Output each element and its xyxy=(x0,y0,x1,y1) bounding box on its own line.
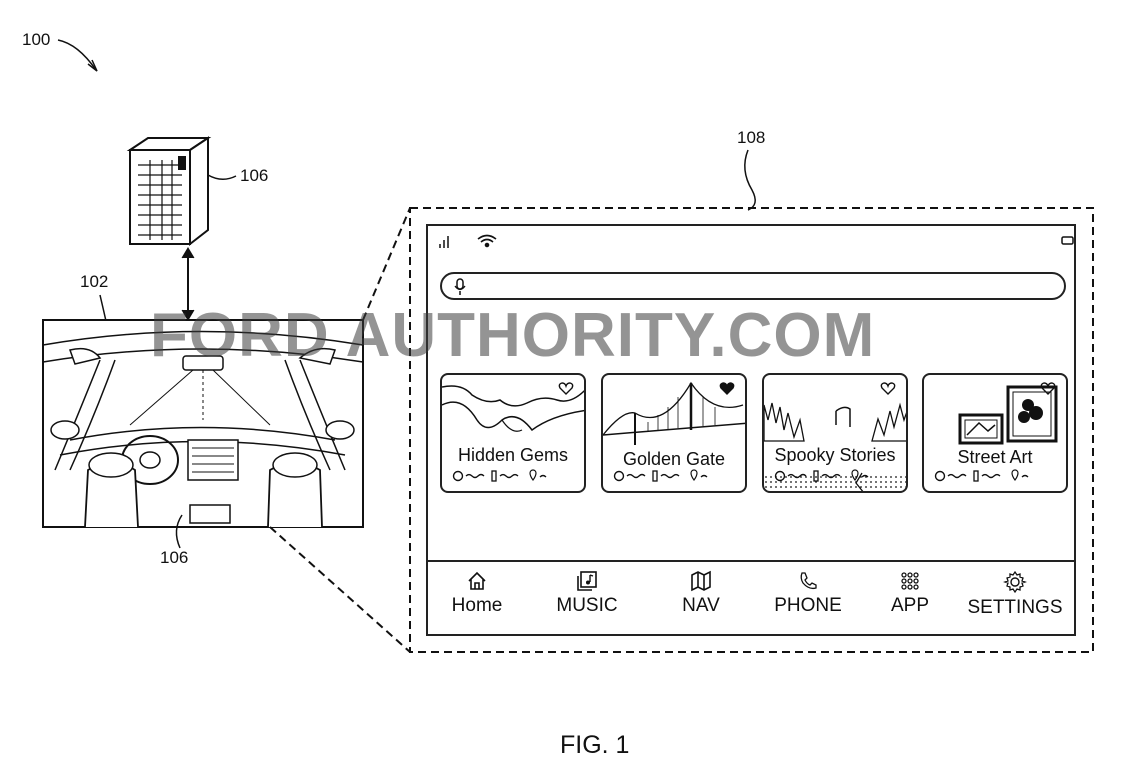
phone-icon xyxy=(800,572,817,590)
card-spooky-stories[interactable]: Spooky Stories xyxy=(762,373,908,493)
gear-icon xyxy=(1003,570,1027,594)
card-golden-gate[interactable]: Golden Gate xyxy=(601,373,747,493)
home-icon xyxy=(468,571,486,590)
card-title: Street Art xyxy=(957,447,1033,467)
nav-nav[interactable]: NAV xyxy=(668,570,734,630)
bridge-icon xyxy=(603,381,745,445)
battery-icon xyxy=(1061,236,1074,245)
nav-settings[interactable]: SETTINGS xyxy=(960,570,1070,630)
infotainment-screen: Hidden Gems xyxy=(426,224,1076,636)
map-icon xyxy=(691,570,711,592)
status-bar xyxy=(428,226,1074,258)
card-meta-icons xyxy=(934,469,1029,482)
card-meta-icons xyxy=(774,469,869,482)
heart-outline-icon[interactable] xyxy=(1040,381,1056,395)
server-icon xyxy=(126,136,212,247)
ref-vehicle: 102 xyxy=(80,272,109,291)
card-street-art[interactable]: Street Art xyxy=(922,373,1068,493)
nav-label: Home xyxy=(451,595,503,616)
card-title: Spooky Stories xyxy=(774,445,896,465)
card-title: Golden Gate xyxy=(622,449,726,469)
bottom-nav-bar: Home MUSIC NAV xyxy=(428,560,1074,638)
nav-music[interactable]: MUSIC xyxy=(546,570,628,630)
voice-search-bar[interactable] xyxy=(440,272,1066,300)
app-grid-icon xyxy=(901,572,919,590)
nav-app[interactable]: APP xyxy=(880,570,940,630)
nav-phone[interactable]: PHONE xyxy=(768,570,848,630)
picture-frames-icon xyxy=(958,385,1058,445)
card-hidden-gems[interactable]: Hidden Gems xyxy=(440,373,586,493)
nav-label: NAV xyxy=(682,595,720,616)
nav-home[interactable]: Home xyxy=(442,570,512,630)
ref-server: 106 xyxy=(240,166,269,185)
figure-caption: FIG. 1 xyxy=(560,731,630,759)
microphone-icon[interactable] xyxy=(454,278,466,296)
card-meta-icons xyxy=(613,469,708,482)
vehicle-interior-illustration xyxy=(42,319,364,528)
nav-label: PHONE xyxy=(774,595,842,616)
nav-label: MUSIC xyxy=(556,595,618,616)
music-icon xyxy=(577,571,597,591)
signal-icon xyxy=(439,236,449,248)
nav-label: SETTINGS xyxy=(967,597,1063,618)
ref-display: 108 xyxy=(737,128,766,147)
ref-system: 100 xyxy=(22,30,51,49)
heart-outline-icon[interactable] xyxy=(558,381,574,395)
spooky-forest-icon xyxy=(764,402,906,491)
ref-device: 106 xyxy=(160,548,189,567)
nav-label: APP xyxy=(890,595,930,616)
heart-filled-icon[interactable] xyxy=(719,381,735,395)
status-icons xyxy=(439,234,1074,248)
heart-outline-icon[interactable] xyxy=(880,381,896,395)
wifi-icon xyxy=(477,234,497,248)
mountain-landscape-icon xyxy=(442,385,584,432)
card-meta-icons xyxy=(452,469,547,482)
card-title: Hidden Gems xyxy=(457,445,569,465)
